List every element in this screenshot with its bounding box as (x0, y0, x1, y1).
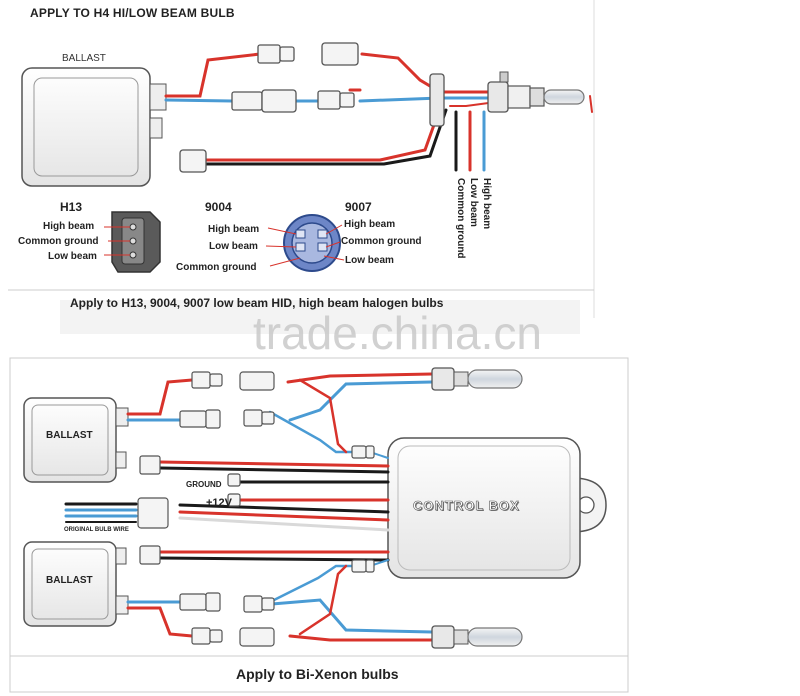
h13-connector (104, 211, 161, 273)
top-wires (164, 52, 593, 172)
9007-common-ground-label: Common ground (341, 236, 422, 247)
bottom-panel-border (9, 357, 629, 693)
9004-high-beam-label: High beam (208, 224, 260, 235)
h4-bulb (487, 71, 585, 113)
bottom-connectors (137, 371, 375, 647)
watermark-text: trade.china.cn (253, 307, 542, 359)
top-panel-title: APPLY TO H4 HI/LOW BEAM BULB (30, 6, 235, 20)
bixenon-bulb-lower (431, 625, 523, 649)
9004-low-beam-label: Low beam (209, 241, 258, 252)
ballast-label-lower: BALLAST (46, 575, 93, 586)
top-panel-caption: Apply to H13, 9004, 9007 low beam HID, h… (70, 296, 444, 310)
bulb-wire-high-beam-label: High beam (481, 178, 492, 230)
h13-common-ground-label: Common ground (18, 236, 99, 247)
h13-high-beam-label: High beam (43, 221, 95, 232)
9007-high-beam-label: High beam (344, 219, 396, 230)
bulb-wire-common-ground-label: Common ground (455, 178, 466, 259)
bixenon-bulb-upper (431, 367, 523, 391)
original-bulb-wire-label: ORIGINAL BULB WIRE (64, 527, 129, 533)
control-box (387, 437, 607, 579)
control-box-label: CONTROL BOX (413, 498, 520, 514)
9004-9007-connector (265, 214, 345, 272)
9007-title: 9007 (345, 200, 372, 214)
top-panel-border (8, 0, 595, 318)
bulb-wire-low-beam-label: Low beam (468, 178, 479, 227)
9004-title: 9004 (205, 200, 232, 214)
top-connectors (179, 42, 445, 173)
ballast-label-top: BALLAST (62, 53, 106, 64)
ground-label: GROUND (186, 480, 222, 489)
ballast-unit-lower (23, 541, 129, 627)
h13-title: H13 (60, 200, 83, 214)
ballast-label-upper: BALLAST (46, 430, 93, 441)
ballast-unit-top (21, 67, 167, 187)
ballast-unit-upper (23, 397, 129, 483)
bottom-wires (64, 372, 434, 642)
bottom-panel-caption: Apply to Bi-Xenon bulbs (236, 666, 399, 682)
9004-common-ground-label: Common ground (176, 262, 257, 273)
watermark-band (60, 300, 580, 334)
h13-low-beam-label: Low beam (48, 251, 97, 262)
9007-low-beam-label: Low beam (345, 255, 394, 266)
plus-12v-label: +12V (206, 497, 232, 509)
